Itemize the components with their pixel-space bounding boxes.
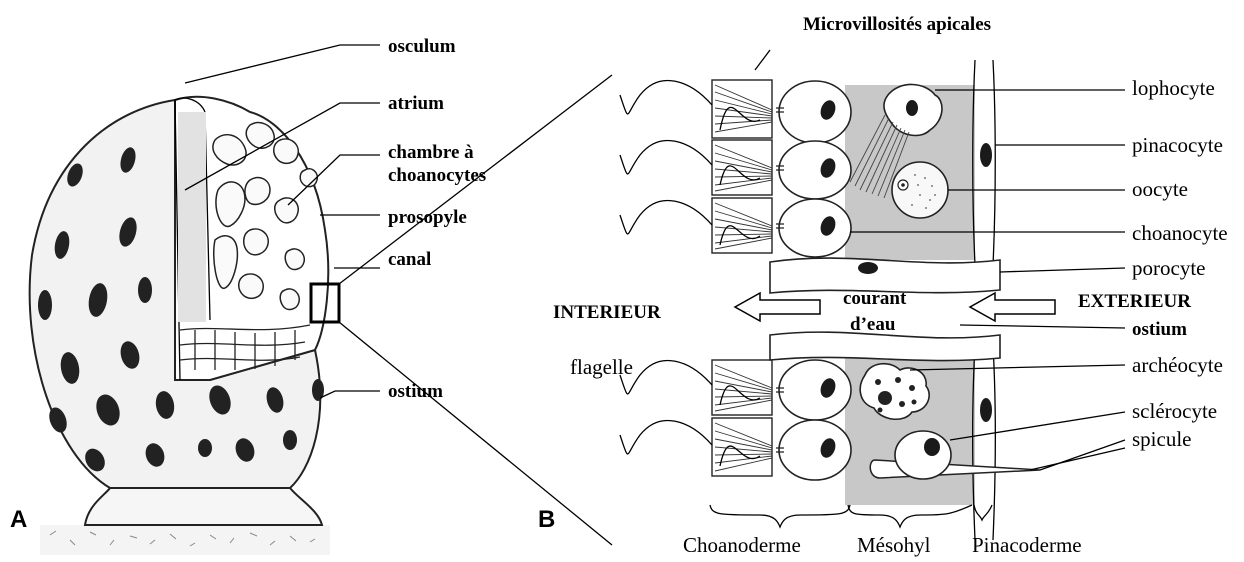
flagella: [620, 81, 712, 454]
label-pinacocyte: pinacocyte: [1132, 133, 1223, 157]
label-archeocyte: archéocyte: [1132, 353, 1223, 377]
label-spicule: spicule: [1132, 427, 1191, 451]
sponge-base: [85, 488, 322, 525]
label-sclerocyte: sclérocyte: [1132, 399, 1217, 423]
label-choanocyte: choanocyte: [1132, 221, 1228, 245]
label-microvillosites: Microvillosités apicales: [803, 14, 991, 35]
label-chambre-line1: chambre à: [388, 142, 474, 163]
panel-a-sponge-drawing: [30, 75, 612, 555]
label-pinacoderme: Pinacoderme: [972, 533, 1082, 557]
label-courant-line2: d’eau: [850, 314, 896, 335]
label-ostium-b: ostium: [1132, 319, 1187, 340]
oocyte-cell: [892, 162, 948, 218]
panel-letter-b: B: [538, 506, 555, 533]
panel-b-tissue-drawing: [620, 60, 1055, 540]
label-canal: canal: [388, 249, 431, 270]
label-prosopyle: prosopyle: [388, 207, 467, 228]
substrate: [40, 525, 330, 555]
label-interieur: INTERIEUR: [553, 302, 661, 323]
label-osculum: osculum: [388, 36, 456, 57]
choanocytes-upper: [712, 80, 851, 257]
arrow-left: [735, 293, 820, 321]
label-exterieur: EXTERIEUR: [1078, 291, 1191, 312]
arrow-left-exterior: [970, 293, 1055, 321]
label-choanoderme: Choanoderme: [683, 533, 801, 557]
label-porocyte: porocyte: [1132, 256, 1205, 280]
label-atrium: atrium: [388, 93, 444, 114]
label-ostium-a: ostium: [388, 381, 443, 402]
atrium-cavity: [178, 112, 206, 322]
pinacocyte-nucleus: [980, 143, 992, 167]
label-oocyte: oocyte: [1132, 177, 1188, 201]
layer-braces: [710, 505, 992, 527]
label-mesohyl: Mésohyl: [857, 533, 931, 557]
sclerocyte-cell: [895, 431, 951, 479]
label-lophocyte: lophocyte: [1132, 76, 1215, 100]
choanocytes-lower: [712, 360, 851, 480]
label-flagelle: flagelle: [570, 355, 633, 379]
porocyte-lower: [770, 332, 1000, 360]
label-courant-line1: courant: [843, 288, 907, 309]
panel-letter-a: A: [10, 506, 27, 533]
label-chambre-line2: choanocytes: [388, 165, 486, 186]
